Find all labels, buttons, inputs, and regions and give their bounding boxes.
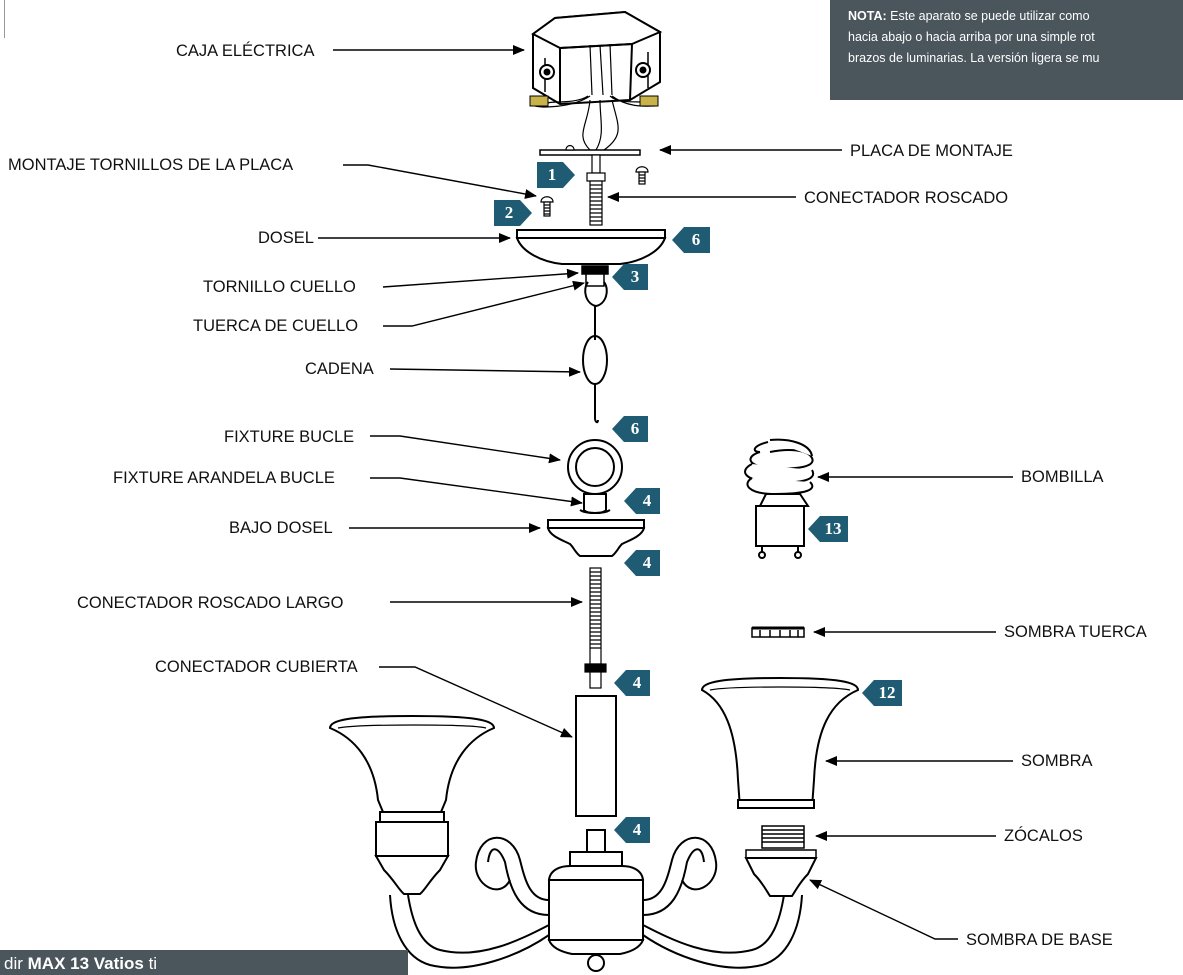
right-shade (700, 676, 860, 809)
badge-left-arrow-shape (624, 488, 660, 514)
note-panel: NOTA: Este aparato se puede utilizar com… (830, 0, 1183, 100)
badge-left-arrow-shape (862, 680, 902, 706)
badge-left-arrow-shape (614, 670, 650, 696)
label-dosel: DOSEL (258, 229, 314, 247)
note-line-3: brazos de luminarias. La versión ligera … (848, 51, 1100, 65)
step-badge-6-canopy: 6 (672, 227, 710, 253)
step-badge-4-under-canopy: 4 (624, 550, 660, 576)
label-sombra-de-base: SOMBRA DE BASE (966, 931, 1113, 949)
left-shade-assembly (328, 714, 496, 895)
wires (534, 95, 656, 151)
badge-left-arrow-shape (612, 416, 648, 442)
label-bombilla: BOMBILLA (1021, 468, 1104, 486)
step-badge-2: 2 (494, 200, 534, 226)
leader-lines (318, 45, 1013, 940)
connector-cover (575, 695, 617, 817)
label-bajo-dosel: BAJO DOSEL (229, 519, 333, 537)
badge-left-arrow-shape (612, 264, 648, 290)
label-tornillo-cuello: TORNILLO CUELLO (203, 278, 356, 296)
label-conectador-roscado: CONECTADOR ROSCADO (804, 189, 1009, 207)
label-conectador-roscado-largo: CONECTADOR ROSCADO LARGO (77, 594, 344, 612)
electrical-box (531, 10, 663, 106)
mounting-screws (540, 166, 649, 217)
mounting-plate (539, 144, 641, 156)
badge-left-arrow-shape (672, 227, 710, 253)
step-badge-4-connector: 4 (614, 670, 650, 696)
step-badge-1: 1 (537, 162, 577, 188)
label-fixture-arandela-bucle: FIXTURE ARANDELA BUCLE (113, 469, 335, 487)
threaded-connector (586, 154, 606, 226)
fixture-body (547, 829, 645, 972)
page-edge-mark (0, 0, 5, 38)
label-fixture-bucle: FIXTURE BUCLE (224, 428, 355, 446)
note-line-1: NOTA: Este aparato se puede utilizar com… (848, 9, 1090, 23)
badge-right-arrow-shape (537, 162, 575, 188)
note-line-2: hacia abajo o hacia arriba por una simpl… (848, 30, 1095, 44)
badge-left-arrow-shape (808, 516, 848, 542)
wattage-bar: dir MAX 13 Vatios ti (0, 950, 408, 975)
step-badge-4-washer: 4 (624, 488, 660, 514)
label-cadena: CADENA (305, 360, 374, 378)
step-badge-4-cover: 4 (614, 817, 650, 843)
wattage-suffix: ti (143, 954, 158, 973)
under-canopy (546, 519, 646, 557)
chain (582, 306, 608, 424)
collar-screw-and-nut (581, 265, 609, 308)
wattage-max: MAX 13 Vatios (27, 954, 144, 973)
label-caja-electrica: CAJA ELÉCTRICA (176, 42, 315, 60)
label-tuerca-de-cuello: TUERCA DE CUELLO (193, 317, 359, 335)
shade-nut (751, 626, 805, 638)
label-sombra-tuerca: SOMBRA TUERCA (1004, 623, 1147, 641)
step-badge-6-loop: 6 (612, 416, 648, 442)
step-badge-3: 3 (612, 264, 648, 290)
fixture-arms (389, 836, 803, 969)
badge-left-arrow-shape (624, 550, 660, 576)
label-conectador-cubierta: CONECTADOR CUBIERTA (155, 658, 358, 676)
badge-left-arrow-shape (614, 817, 650, 843)
label-sombra: SOMBRA (1021, 752, 1093, 770)
step-badge-12: 12 (862, 680, 902, 706)
label-montaje-tornillos: MONTAJE TORNILLOS DE LA PLACA (8, 156, 294, 174)
canopy (515, 229, 667, 265)
wattage-prefix: dir (4, 954, 28, 973)
label-placa-de-montaje: PLACA DE MONTAJE (850, 142, 1013, 160)
label-zocalos: ZÓCALOS (1004, 827, 1083, 845)
fixture-loop (567, 439, 623, 514)
step-badge-13: 13 (808, 516, 848, 542)
cfl-bulb (744, 438, 815, 559)
right-socket (745, 825, 817, 859)
right-shade-base (744, 857, 818, 897)
long-threaded-connector (584, 567, 607, 689)
badge-right-arrow-shape (494, 200, 532, 226)
wire-nuts (529, 95, 659, 107)
